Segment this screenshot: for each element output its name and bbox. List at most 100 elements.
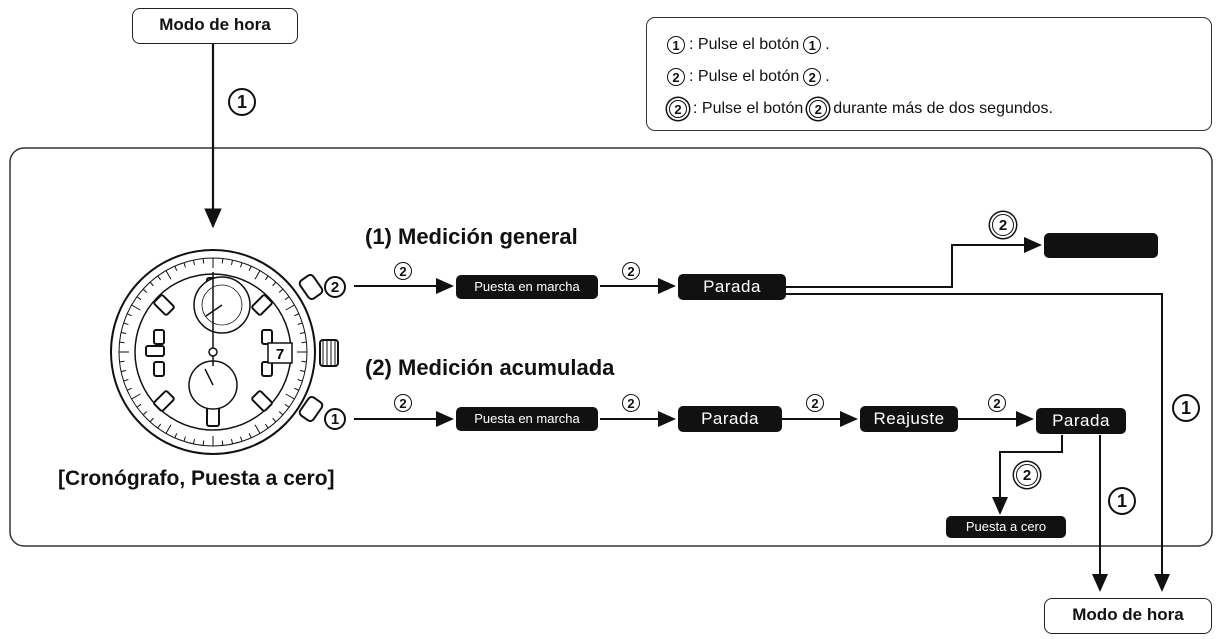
bezel-tick (221, 258, 224, 264)
bezel-tick (183, 262, 186, 268)
bezel-tick (157, 423, 162, 429)
bezel-tick (174, 265, 178, 271)
bezel-tick (157, 275, 162, 281)
state-stop-2: Parada (678, 406, 782, 432)
bezel-tick (183, 436, 186, 442)
bezel-tick (202, 440, 205, 446)
bezel-tick (284, 403, 290, 408)
watch-illustration (110, 249, 339, 455)
date-window-digit: 7 (276, 346, 284, 363)
bezel-tick (119, 360, 125, 363)
state-start-2: Puesta en marcha (456, 407, 598, 431)
bezel-tick (264, 275, 269, 281)
legend-text-1: : Pulse el botón (689, 36, 800, 53)
bezel-tick (149, 281, 154, 287)
legend-row-1: 1 : Pulse el botón 1. (667, 36, 830, 54)
bezel-tick (120, 331, 127, 334)
op-row2-a: 2 (394, 394, 412, 412)
bezel-tick (149, 417, 154, 423)
op-row1-b: 2 (622, 262, 640, 280)
state-reset: Reajuste (860, 406, 958, 432)
bezel-tick (294, 313, 300, 317)
bezel-tick (231, 438, 234, 445)
top-mode-box: Modo de hora (132, 8, 298, 44)
bezel-tick (126, 313, 132, 317)
bezel-tick (278, 411, 284, 416)
bezel-tick (254, 270, 261, 280)
button-1-symbol: 1 (667, 36, 685, 54)
bezel-tick (248, 433, 252, 439)
section-1-title: (1) Medición general (365, 224, 578, 249)
bezel-tick (231, 259, 234, 266)
op-top-button-1: 1 (228, 88, 256, 116)
bezel-tick (123, 322, 129, 325)
bezel-tick (264, 423, 269, 429)
bezel-tick (192, 438, 195, 445)
bezel-tick (120, 370, 127, 373)
op-row2-long: 2 (1014, 464, 1040, 486)
op-row2-b: 2 (622, 394, 640, 412)
top-mode-label: Modo de hora (159, 15, 271, 34)
op-row1-long: 2 (990, 214, 1016, 236)
bottom-mode-label: Modo de hora (1072, 605, 1184, 624)
arrow-stop3-to-zero (992, 435, 1063, 515)
bezel-tick (123, 379, 129, 382)
bezel-tick (254, 424, 261, 434)
button-2-long-press-symbol: 2 (809, 100, 828, 118)
bezel-tick (126, 387, 132, 391)
state-stop-1: Parada (678, 274, 786, 300)
bezel-tick (285, 304, 295, 311)
bezel-tick (278, 288, 284, 293)
bezel-tick (299, 370, 306, 373)
section-2-title: (2) Medición acumulada (365, 355, 615, 380)
op-row2-d: 2 (988, 394, 1006, 412)
bezel-tick (136, 296, 142, 301)
bezel-tick (272, 417, 277, 423)
state-start-1: Puesta en marcha (456, 275, 598, 299)
bottom-mode-box: Modo de hora (1044, 598, 1212, 634)
op-row1-a: 2 (394, 262, 412, 280)
legend-box: 1 : Pulse el botón 1. 2 : Pulse el botón… (646, 17, 1212, 131)
bezel-tick (301, 341, 307, 344)
bezel-tick (297, 322, 303, 325)
button-1-symbol: 1 (803, 36, 822, 54)
legend-text-3a: : Pulse el botón (693, 100, 804, 117)
bezel-tick (240, 436, 243, 442)
bezel-tick (301, 360, 307, 363)
op-right-button-1: 1 (1172, 394, 1200, 422)
bezel-tick (142, 288, 148, 293)
bezel-tick (284, 296, 290, 301)
bezel-tick (165, 270, 172, 280)
watch-caption: [Cronógrafo, Puesta a cero] (58, 467, 335, 490)
bezel-tick (299, 331, 306, 334)
bezel-tick (294, 387, 300, 391)
main-panel (9, 147, 1213, 547)
bezel-tick (165, 424, 172, 434)
bezel-tick (136, 403, 142, 408)
watch-button-1-label: 1 (324, 408, 346, 430)
bezel-tick (272, 281, 277, 287)
bezel-tick (119, 341, 125, 344)
bezel-tick (131, 304, 141, 311)
redacted-state-box (1044, 233, 1158, 258)
bezel-tick (142, 411, 148, 416)
bezel-tick (174, 433, 178, 439)
bezel-tick (202, 258, 205, 264)
legend-row-3: 2 : Pulse el botón 2 durante más de dos … (667, 100, 1053, 118)
button-2-symbol: 2 (667, 68, 685, 86)
bezel-tick (248, 265, 252, 271)
bezel-tick (285, 393, 295, 400)
legend-text-3b: durante más de dos segundos. (833, 100, 1053, 117)
arrow-stop1-to-hidden (786, 237, 1042, 288)
state-stop-3: Parada (1036, 408, 1126, 434)
state-zero: Puesta a cero (946, 516, 1066, 538)
legend-text-2: : Pulse el botón (689, 68, 800, 85)
legend-row-2: 2 : Pulse el botón 2. (667, 68, 830, 86)
op-row2-button-1: 1 (1108, 487, 1136, 515)
bezel-tick (297, 379, 303, 382)
bezel-tick (240, 262, 243, 268)
bezel-tick (131, 393, 141, 400)
watch-button-2-label: 2 (324, 276, 346, 298)
button-2-long-press-symbol: 2 (669, 100, 687, 118)
